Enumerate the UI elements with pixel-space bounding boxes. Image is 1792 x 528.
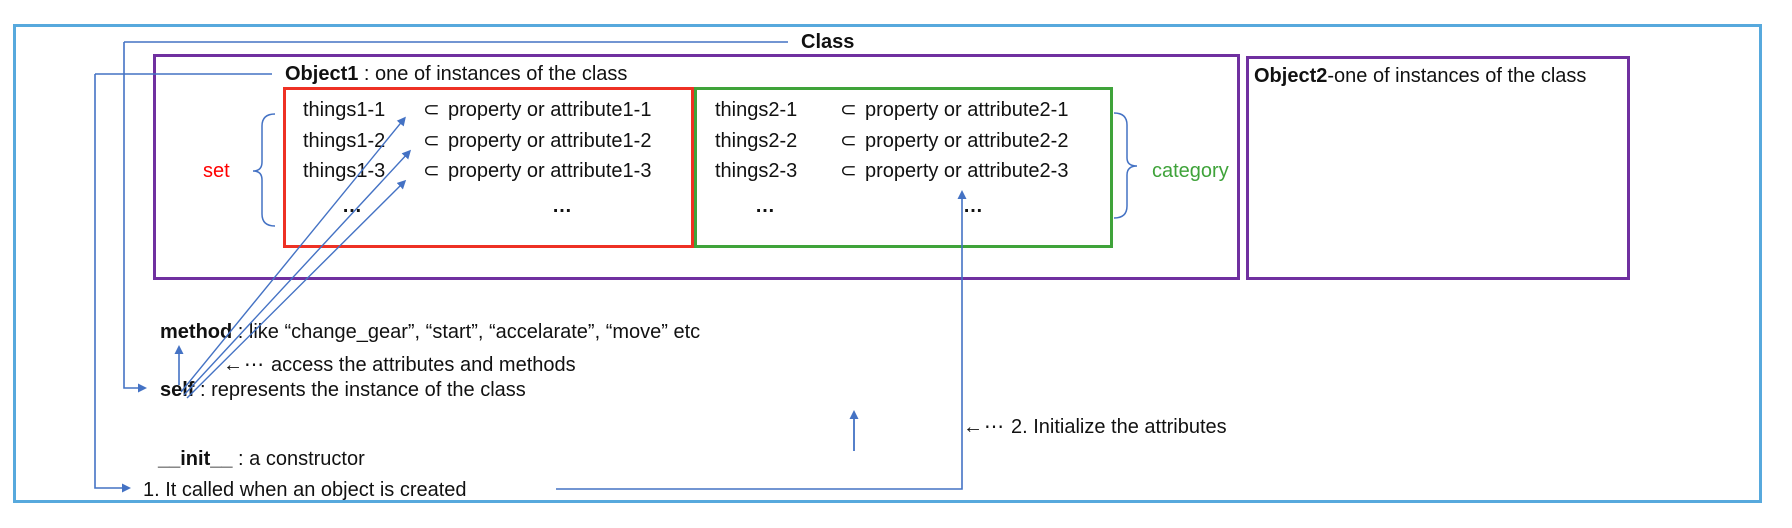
object1-title: Object1 : one of instances of the class — [285, 61, 627, 87]
object2-title-bold: Object2 — [1254, 65, 1328, 87]
table-cell-prop: property or attribute2-1 — [865, 99, 1069, 121]
subset-symbol: ⊂ — [423, 130, 440, 152]
table-cell-thing: things2-3 — [715, 160, 798, 182]
note1-line: 1. It called when an object is created — [143, 479, 467, 501]
dashed-left-arrow-icon: ←⋯ — [223, 354, 265, 376]
dashed-left-arrow-icon: ←⋯ — [963, 416, 1005, 438]
ellipsis: … — [552, 195, 572, 217]
object2-box — [1246, 56, 1630, 280]
object1-title-rest: : one of instances of the class — [358, 63, 628, 85]
table-cell-prop: property or attribute1-1 — [448, 99, 652, 121]
object2-title-rest: -one of instances of the class — [1327, 65, 1587, 87]
init-line: __init__ : a constructor — [158, 446, 365, 472]
subset-symbol: ⊂ — [423, 99, 440, 121]
method-line: method : like “change_gear”, “start”, “a… — [160, 319, 700, 345]
table-cell-prop: property or attribute1-3 — [448, 160, 652, 182]
method-keyword: method — [160, 321, 233, 343]
access-description: access the attributes and methods — [271, 354, 576, 376]
self-line: self : represents the instance of the cl… — [160, 377, 526, 403]
note2-line: ←⋯ 2. Initialize the attributes — [963, 414, 1227, 440]
ellipsis: … — [755, 195, 775, 217]
class-title: Class — [801, 29, 854, 55]
table-cell-thing: things1-1 — [303, 99, 386, 121]
self-keyword: self — [160, 379, 195, 401]
subset-symbol: ⊂ — [840, 130, 857, 152]
table-cell-thing: things1-3 — [303, 160, 386, 182]
subset-symbol: ⊂ — [840, 99, 857, 121]
init-description: : a constructor — [232, 448, 365, 470]
table-cell-thing: things1-2 — [303, 130, 386, 152]
object1-title-bold: Object1 — [285, 63, 359, 85]
category-label: category — [1152, 160, 1229, 182]
ellipsis: … — [342, 195, 362, 217]
subset-symbol: ⊂ — [840, 160, 857, 182]
init-keyword: __init__ — [158, 448, 233, 470]
class-title-label: Class — [801, 31, 855, 53]
table-cell-prop: property or attribute2-3 — [865, 160, 1069, 182]
table-cell-thing: things2-2 — [715, 130, 798, 152]
object2-title: Object2-one of instances of the class — [1254, 63, 1586, 89]
set-label: set — [203, 160, 230, 182]
table-cell-thing: things2-1 — [715, 99, 798, 121]
table-cell-prop: property or attribute1-2 — [448, 130, 652, 152]
table-cell-prop: property or attribute2-2 — [865, 130, 1069, 152]
self-description: : represents the instance of the class — [194, 379, 526, 401]
subset-symbol: ⊂ — [423, 160, 440, 182]
outer-class-frame — [13, 24, 1762, 503]
ellipsis: … — [963, 195, 983, 217]
access-line: ←⋯ access the attributes and methods — [223, 352, 576, 378]
note2-description: 2. Initialize the attributes — [1011, 416, 1227, 438]
method-description: : like “change_gear”, “start”, “accelara… — [232, 321, 701, 343]
